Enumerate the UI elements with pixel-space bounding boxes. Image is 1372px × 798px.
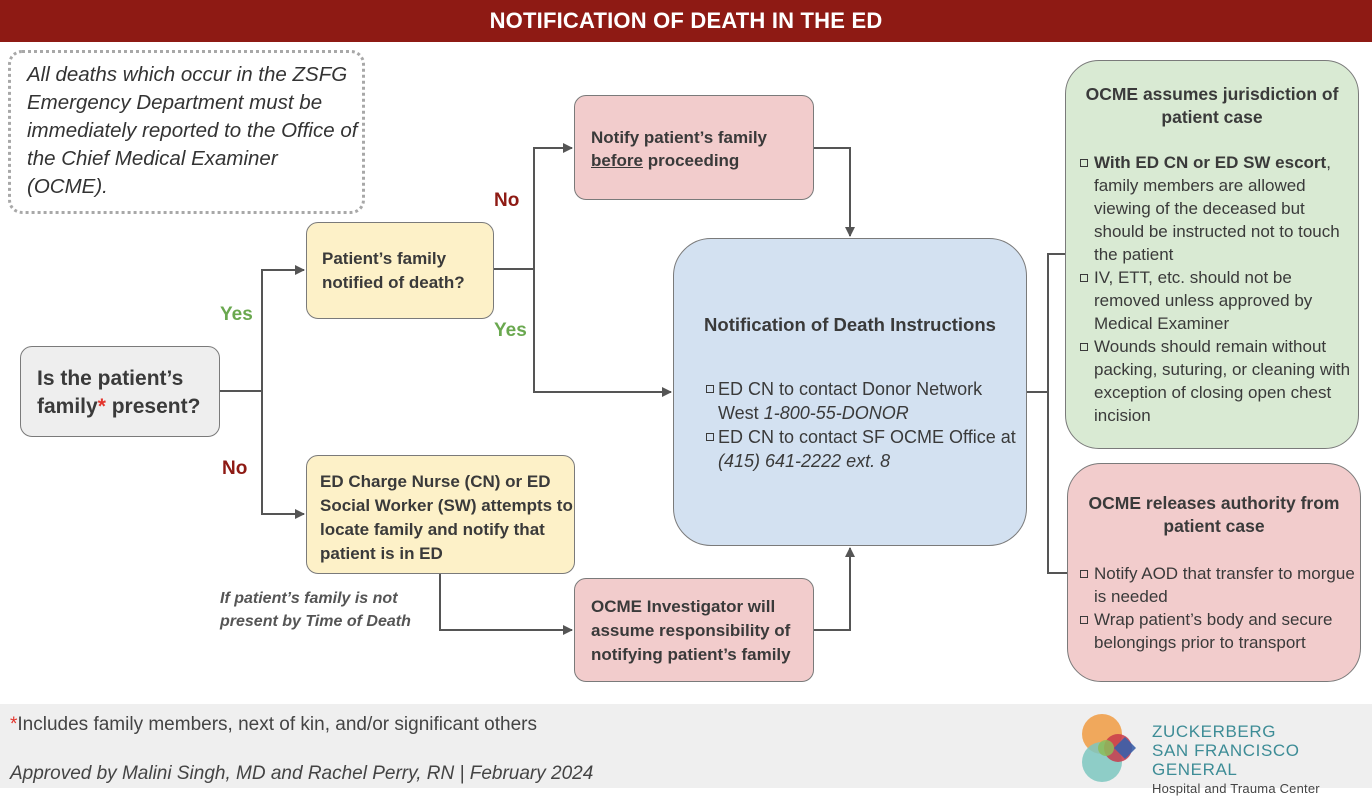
connector-to-instructions-yes: [533, 269, 672, 397]
jurisdiction-list: With ED CN or ED SW escort, family membe…: [1080, 151, 1356, 427]
list-item: Notify AOD that transfer to morgue is ne…: [1080, 562, 1362, 608]
ocme-investigator-box: OCME Investigator will assume responsibi…: [574, 578, 814, 682]
connector-to-locate: [261, 391, 305, 519]
notify-family-box: Notify patient’s family before proceedin…: [574, 95, 814, 200]
list-item: ED CN to contact Donor Network West 1-80…: [706, 377, 1016, 425]
yes-label-notified: Yes: [494, 320, 527, 341]
instructions-list: ED CN to contact Donor Network West 1-80…: [706, 377, 1016, 473]
list-item: With ED CN or ED SW escort, family membe…: [1080, 151, 1356, 266]
asterisk-marker: *: [10, 714, 18, 735]
footnote: *Includes family members, next of kin, a…: [10, 714, 537, 735]
ocme-reporting-note: All deaths which occur in the ZSFG Emerg…: [8, 50, 365, 214]
zsfg-logo: ZUCKERBERG SAN FRANCISCO GENERAL Hospita…: [1078, 712, 1368, 796]
releases-title: OCME releases authority from patient cas…: [1088, 493, 1340, 536]
connector-investigator-to-instructions: [814, 547, 855, 631]
notification-instructions-box: Notification of Death Instructions ED CN…: [673, 238, 1027, 546]
connector-notify-family-to-instructions: [814, 147, 855, 237]
connector-to-notify-family: [533, 143, 573, 269]
instructions-title: Notification of Death Instructions: [704, 314, 996, 335]
family-present-question: Is the patient’s family* present?: [20, 346, 220, 437]
list-item: Wrap patient’s body and secure belonging…: [1080, 608, 1362, 654]
connector-to-notified: [261, 265, 305, 391]
ocme-jurisdiction-box: OCME assumes jurisdiction of patient cas…: [1065, 60, 1359, 449]
zsfg-logo-icon: [1082, 714, 1136, 782]
list-item: ED CN to contact SF OCME Office at (415)…: [706, 425, 1016, 473]
list-item: Wounds should remain without packing, su…: [1080, 335, 1356, 427]
locate-family-box: ED Charge Nurse (CN) or ED Social Worker…: [306, 455, 575, 574]
releases-list: Notify AOD that transfer to morgue is ne…: [1080, 562, 1362, 654]
ocme-releases-box: OCME releases authority from patient cas…: [1067, 463, 1361, 682]
approval-line: Approved by Malini Singh, MD and Rachel …: [10, 763, 594, 784]
logo-text: ZUCKERBERG SAN FRANCISCO GENERAL Hospita…: [1152, 722, 1320, 796]
jurisdiction-title: OCME assumes jurisdiction of patient cas…: [1085, 84, 1339, 127]
footer: *Includes family members, next of kin, a…: [0, 704, 1372, 796]
connector-locate-to-investigator: [439, 574, 573, 635]
connector-to-jurisdiction: [1047, 253, 1065, 392]
list-item: IV, ETT, etc. should not be removed unle…: [1080, 266, 1356, 335]
no-label-notified: No: [494, 190, 520, 211]
page-title: NOTIFICATION OF DEATH IN THE ED: [0, 0, 1372, 42]
yes-label-present: Yes: [220, 304, 253, 325]
family-notified-question: Patient’s family notified of death?: [306, 222, 494, 319]
no-label-present: No: [222, 458, 248, 479]
connector-to-releases: [1047, 392, 1067, 574]
asterisk-marker: *: [97, 395, 106, 418]
time-of-death-note: If patient’s family is not present by Ti…: [220, 590, 411, 630]
